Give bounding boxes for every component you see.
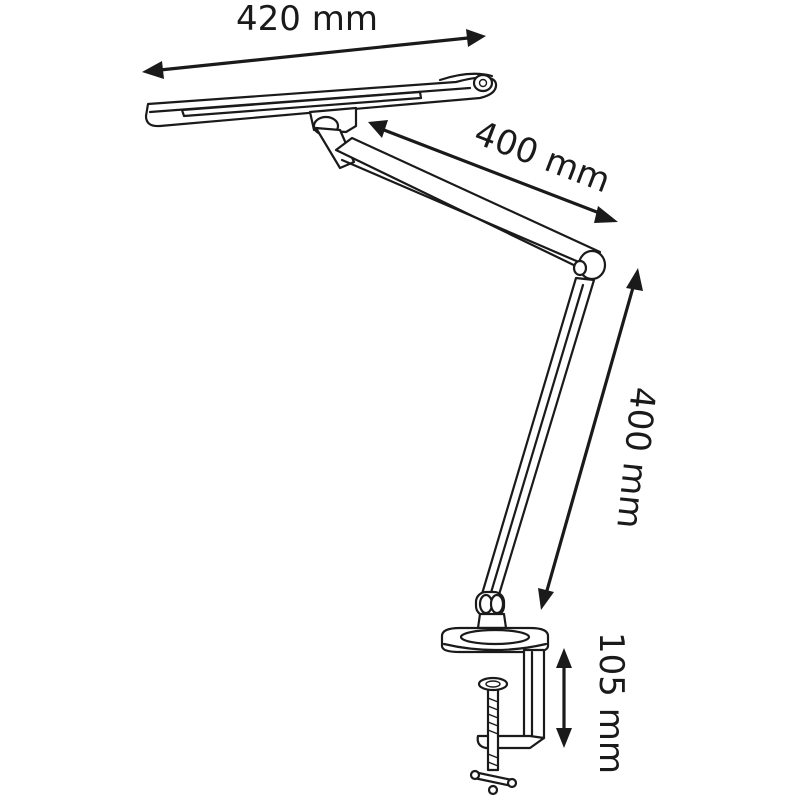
lower-arm-label: 400 mm <box>608 385 663 530</box>
lower-arm-arrow <box>538 268 643 610</box>
upper-arm <box>334 136 602 272</box>
upper-arm-arrow <box>368 120 618 223</box>
lamp-head <box>144 72 498 128</box>
upper-arm-label: 400 mm <box>469 113 616 201</box>
elbow-joint <box>572 249 607 281</box>
clamp <box>440 626 550 796</box>
clamp-height-arrow <box>556 648 572 748</box>
lower-arm <box>480 276 596 600</box>
head-joint <box>308 106 358 170</box>
head-width-arrow <box>142 29 486 79</box>
head-width-label: 420 mm <box>236 0 378 39</box>
base-joint <box>474 590 508 630</box>
clamp-height-label: 105 mm <box>591 632 631 774</box>
